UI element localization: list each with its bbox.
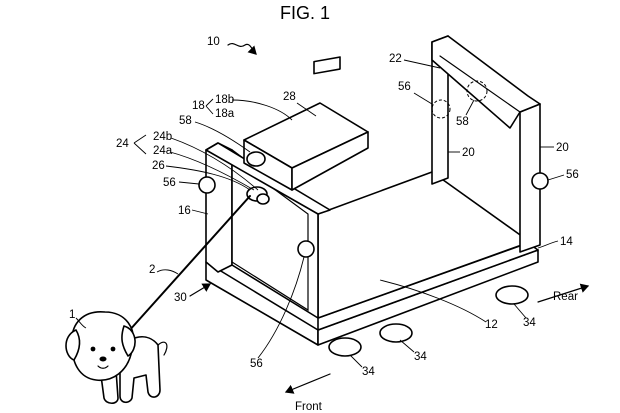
label-system: 10 — [207, 36, 220, 48]
label-module-a: 18a — [215, 108, 235, 120]
figure-title: FIG. 1 — [280, 3, 330, 23]
sensor-rear — [431, 99, 451, 119]
label-module-b: 18b — [215, 94, 234, 106]
label-front-post: 16 — [178, 205, 191, 217]
front-direction-label: Front — [295, 401, 323, 413]
system-leader — [227, 42, 257, 55]
display-screen — [313, 56, 341, 75]
label-rear-post-left: 20 — [462, 147, 475, 159]
camera-rear — [466, 80, 488, 102]
label-sensor-front: 56 — [250, 358, 263, 370]
sensor-right — [531, 172, 549, 190]
label-rear-post-right: 20 — [556, 142, 569, 154]
wheels — [328, 285, 529, 357]
label-sensor-left: 56 — [163, 177, 176, 189]
label-wheels-left: 34 — [362, 366, 375, 378]
label-leash: 2 — [149, 264, 155, 276]
label-wheels-middle: 34 — [414, 351, 427, 363]
top-bar — [431, 35, 541, 129]
label-sensor-rear: 56 — [398, 81, 411, 93]
label-sensor-right: 56 — [566, 169, 579, 181]
sensor-left — [198, 176, 216, 194]
dog — [65, 311, 168, 405]
label-top-bar: 22 — [389, 53, 402, 65]
label-leash-b: 24b — [153, 131, 172, 143]
label-frame: 14 — [560, 236, 573, 248]
label-camera-rear: 58 — [456, 116, 469, 128]
label-display: 28 — [283, 91, 296, 103]
label-leash-group: 24 — [116, 138, 129, 150]
top-rail — [205, 142, 331, 215]
rear-direction-label: Rear — [553, 291, 578, 303]
sensor-front — [297, 240, 315, 258]
leash — [127, 195, 251, 333]
label-connector: 26 — [152, 160, 165, 172]
label-base: 12 — [485, 319, 498, 331]
front-arrow — [284, 373, 331, 394]
module-camera — [246, 151, 266, 167]
module-side — [291, 131, 369, 191]
label-module-group: 18 — [192, 100, 205, 112]
label-dog: 1 — [69, 309, 75, 321]
rear-arrow — [537, 283, 590, 303]
label-wheels-right: 34 — [523, 317, 536, 329]
cart — [198, 35, 549, 357]
label-cart-body: 30 — [174, 292, 187, 304]
label-leash-a: 24a — [153, 145, 173, 157]
label-camera-top: 58 — [179, 115, 192, 127]
